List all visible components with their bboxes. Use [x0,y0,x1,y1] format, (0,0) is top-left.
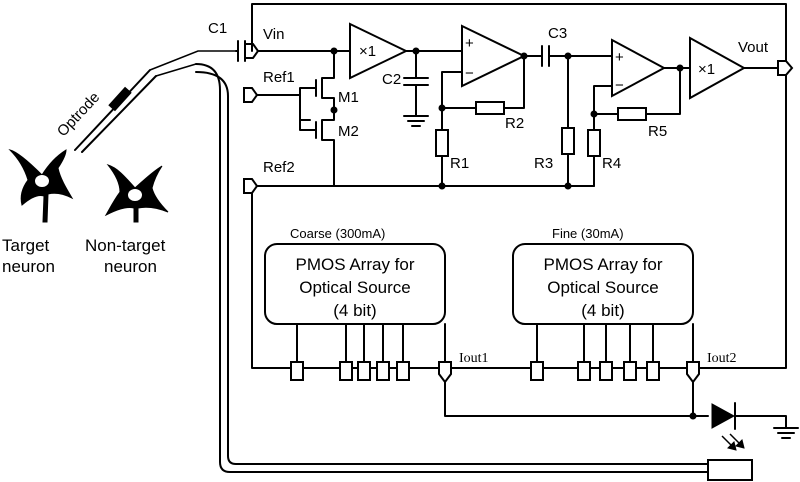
op-amp-1 [461,24,527,88]
op-amp-2-minus: − [615,77,624,94]
non-target-neuron-label-line1: Non-target [85,236,166,255]
optical-fiber-outer [195,63,709,473]
r4-resistor [587,129,601,157]
fine-pmos-array [512,243,694,325]
coarse-array-header: Coarse (300mA) [290,226,385,241]
r4-label: R4 [602,155,621,172]
m2-label: M2 [338,123,359,140]
transistors-m1-m2 [299,50,338,187]
r5-label: R5 [648,123,667,140]
fine-array-pins [530,323,700,384]
outer-frame [251,3,787,369]
iout1-label: Iout1 [459,351,489,366]
iout2-label: Iout2 [707,351,737,366]
iout1-wire [444,381,709,417]
op-amp-2 [611,38,667,98]
ground-2-icon [773,427,799,439]
coarse-array-pins [290,323,452,384]
target-neuron-label-line2: neuron [2,257,55,276]
optical-source [707,459,753,481]
buffer-2 [689,36,747,100]
optrode-label: Optrode [54,89,103,140]
coarse-pmos-array [264,243,446,325]
fine-array-line2: Optical Source [547,278,659,297]
r1-resistor [435,129,449,157]
r3-resistor [561,127,575,155]
c2-label: C2 [382,71,401,88]
vout-label: Vout [738,39,769,56]
buffer-2-gain: ×1 [698,61,715,78]
fine-array-header: Fine (30mA) [552,226,624,241]
coarse-array-line2: Optical Source [299,278,411,297]
r2-label: R2 [505,115,524,132]
target-neuron-icon [8,149,74,223]
vout-pin [777,60,794,76]
coarse-array-line3: (4 bit) [333,301,376,320]
r3-label: R3 [534,155,553,172]
c1-label: C1 [208,20,227,37]
op-amp-1-plus: + [465,35,474,52]
optrode-probe [74,50,236,153]
vin-label: Vin [263,26,284,43]
m1-label: M1 [338,89,359,106]
optical-fiber-inner [195,71,709,465]
led-icon [711,402,787,451]
ref2-pin [243,178,259,194]
coarse-array-line1: PMOS Array for [295,255,414,274]
fine-array-line1: PMOS Array for [543,255,662,274]
non-target-neuron-icon [104,164,169,223]
r5-resistor [617,107,647,121]
fine-array-line3: (4 bit) [581,301,624,320]
op-amp-2-plus: + [615,49,624,66]
ref1-label: Ref1 [263,69,295,86]
non-target-neuron-label-line2: neuron [104,257,157,276]
c3-label: C3 [548,25,567,42]
ref1-pin [243,87,259,103]
op-amp-1-minus: − [465,65,474,82]
r1-label: R1 [450,155,469,172]
r2-resistor [475,101,505,115]
buffer-1 [349,22,409,80]
buffer-1-gain: ×1 [359,43,376,60]
target-neuron-label-line1: Target [2,236,50,255]
ref2-label: Ref2 [263,159,295,176]
